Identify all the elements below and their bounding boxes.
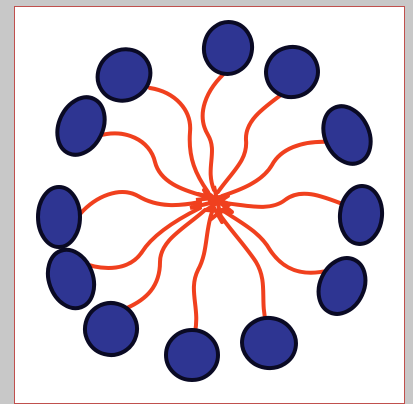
tail-9 xyxy=(80,208,200,268)
head-10 xyxy=(38,187,80,247)
head-11 xyxy=(48,90,113,163)
head-6 xyxy=(238,314,300,373)
hydrophobic-tails xyxy=(80,70,345,332)
head-4 xyxy=(338,184,385,245)
tail-1 xyxy=(203,70,228,190)
head-1 xyxy=(200,18,256,78)
tail-4 xyxy=(224,194,345,207)
tail-3 xyxy=(222,142,332,196)
head-7 xyxy=(166,330,218,380)
head-2 xyxy=(260,41,323,103)
tail-10 xyxy=(80,192,200,214)
tail-6 xyxy=(218,212,266,322)
head-3 xyxy=(314,99,379,172)
tail-7 xyxy=(194,212,212,332)
tail-12 xyxy=(150,88,208,192)
head-5 xyxy=(310,250,374,321)
tail-2 xyxy=(218,92,285,192)
head-9 xyxy=(40,243,102,314)
